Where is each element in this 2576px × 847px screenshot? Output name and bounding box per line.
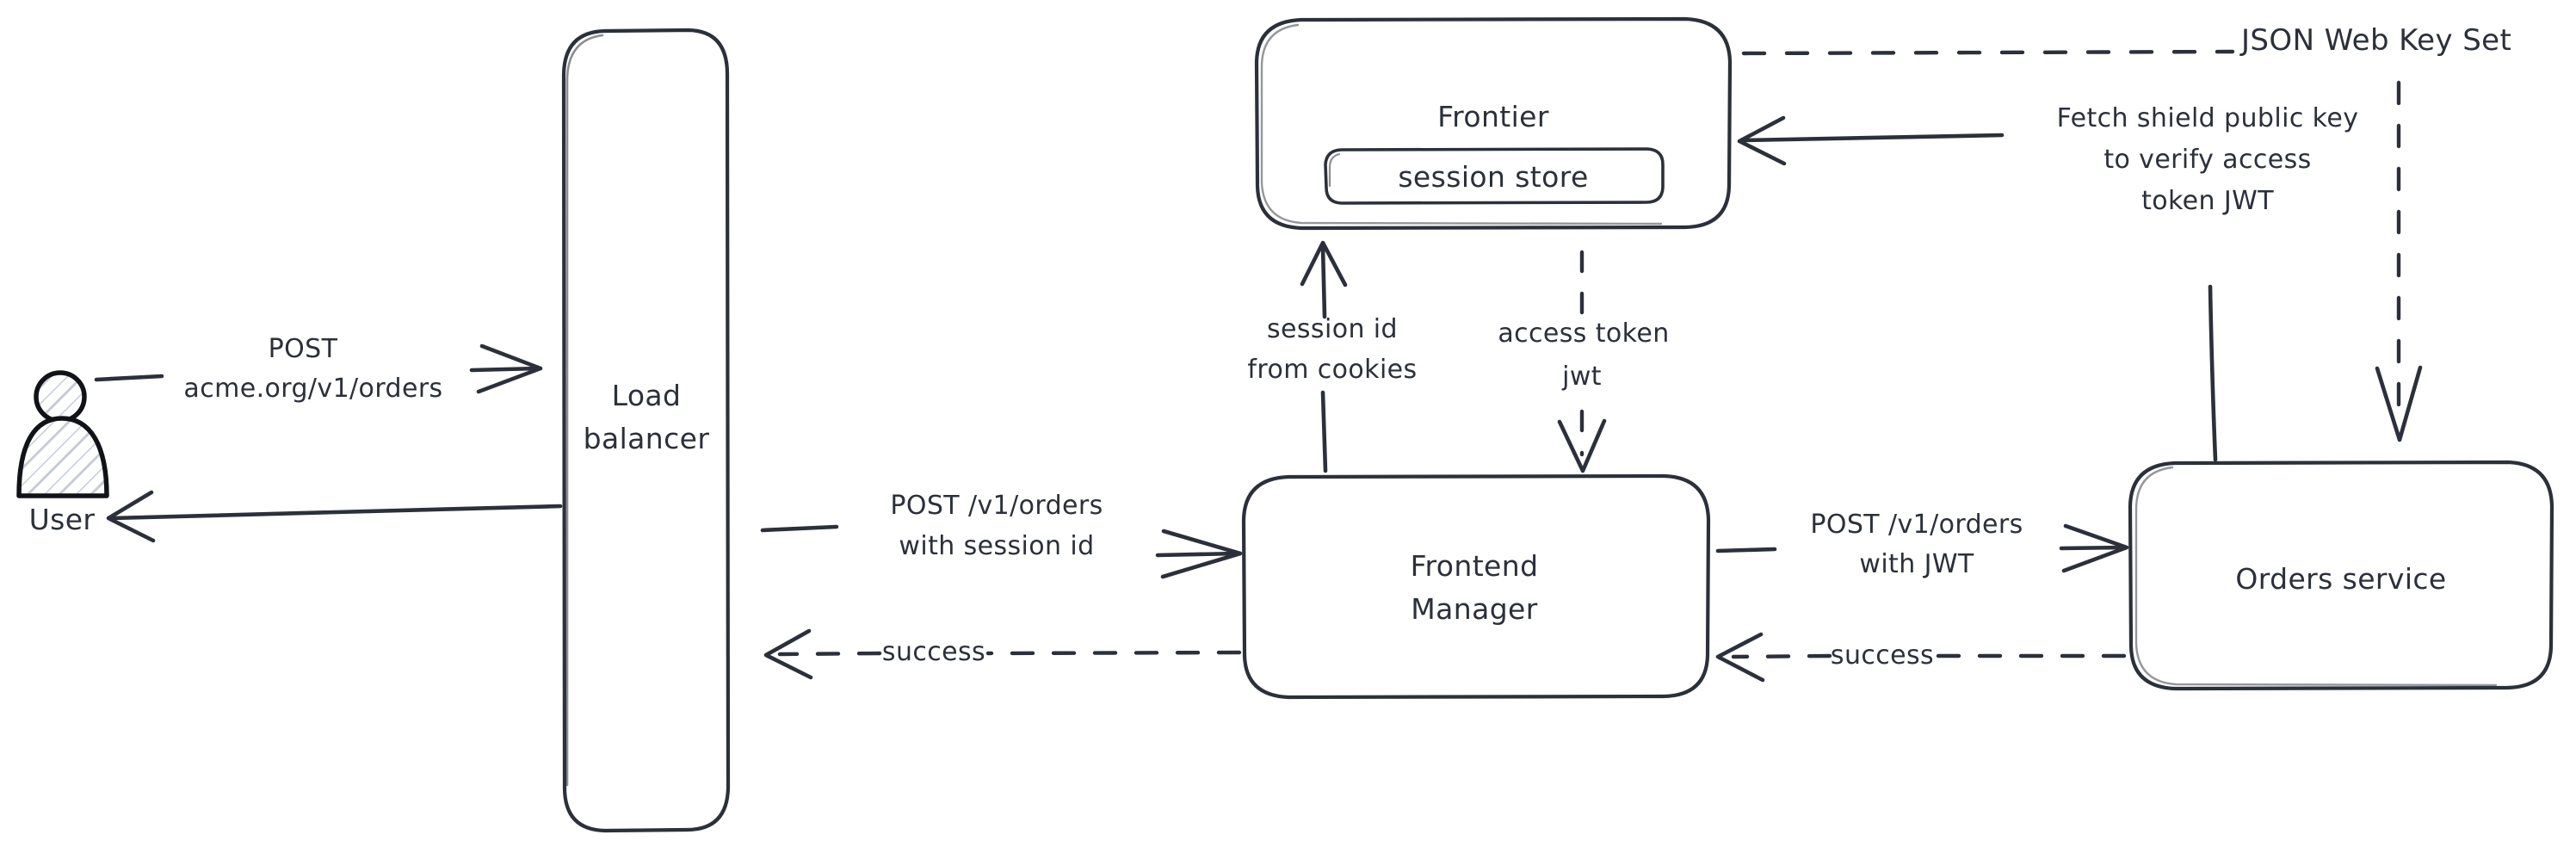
edge-label-post-url: acme.org/v1/orders <box>183 374 443 404</box>
load-balancer-label-line2: balancer <box>583 422 710 455</box>
edge-label-fetch-key-line2: to verify access <box>2103 145 2312 175</box>
edge-label-fm-to-orders-line2: with JWT <box>1859 549 1974 579</box>
edge-label-fm-to-lb-success: success <box>881 637 986 667</box>
edge-label-post-method: POST <box>268 334 338 364</box>
edge-user-to-load-balancer <box>94 343 543 394</box>
edge-label-session-id-line2: from cookies <box>1247 355 1418 385</box>
edge-label-access-token-line1: access token <box>1498 318 1670 349</box>
user-actor-icon <box>16 370 109 498</box>
edge-label-orders-to-fm-success: success <box>1830 640 1935 671</box>
orders-service-box[interactable] <box>2128 460 2554 691</box>
session-store-box[interactable] <box>1324 147 1665 205</box>
edge-frontend-manager-to-orders-service <box>1715 523 2129 573</box>
edge-label-session-id-line1: session id <box>1267 314 1398 344</box>
edge-load-balancer-to-user <box>106 490 563 543</box>
load-balancer-label-line1: Load <box>611 379 682 412</box>
edge-label-fetch-key-line3: token JWT <box>2141 186 2274 216</box>
edge-frontend-manager-to-frontier <box>1300 240 1348 473</box>
edge-frontend-manager-to-load-balancer-success <box>763 628 1242 680</box>
session-store-label: session store <box>1398 160 1589 194</box>
edge-label-lb-to-fm-line1: POST /v1/orders <box>890 491 1103 521</box>
load-balancer-box[interactable] <box>561 28 731 833</box>
edge-frontier-to-frontend-manager <box>1557 250 1607 473</box>
edge-label-jwks: JSON Web Key Set <box>2241 23 2512 58</box>
edge-label-access-token-line2: jwt <box>1562 362 1602 392</box>
orders-service-label: Orders service <box>2235 562 2447 596</box>
edge-orders-service-to-frontier-fetch-key <box>1737 115 2218 462</box>
frontend-manager-label-line1: Frontend <box>1410 549 1539 583</box>
frontend-manager-box[interactable] <box>1241 473 1711 700</box>
edge-label-fetch-key-line1: Fetch shield public key <box>2056 103 2359 133</box>
edge-label-lb-to-fm-line2: with session id <box>899 531 1095 561</box>
user-label: User <box>28 503 96 536</box>
frontend-manager-label-line2: Manager <box>1411 592 1538 626</box>
edge-load-balancer-to-frontend-manager <box>760 524 1243 579</box>
frontier-label: Frontier <box>1437 100 1549 133</box>
edge-orders-service-to-frontend-manager-success <box>1715 632 2127 683</box>
edge-frontier-to-orders-service-jwks <box>1741 49 2423 442</box>
edge-label-fm-to-orders-line1: POST /v1/orders <box>1810 510 2023 540</box>
frontier-box[interactable] <box>1254 16 1733 231</box>
